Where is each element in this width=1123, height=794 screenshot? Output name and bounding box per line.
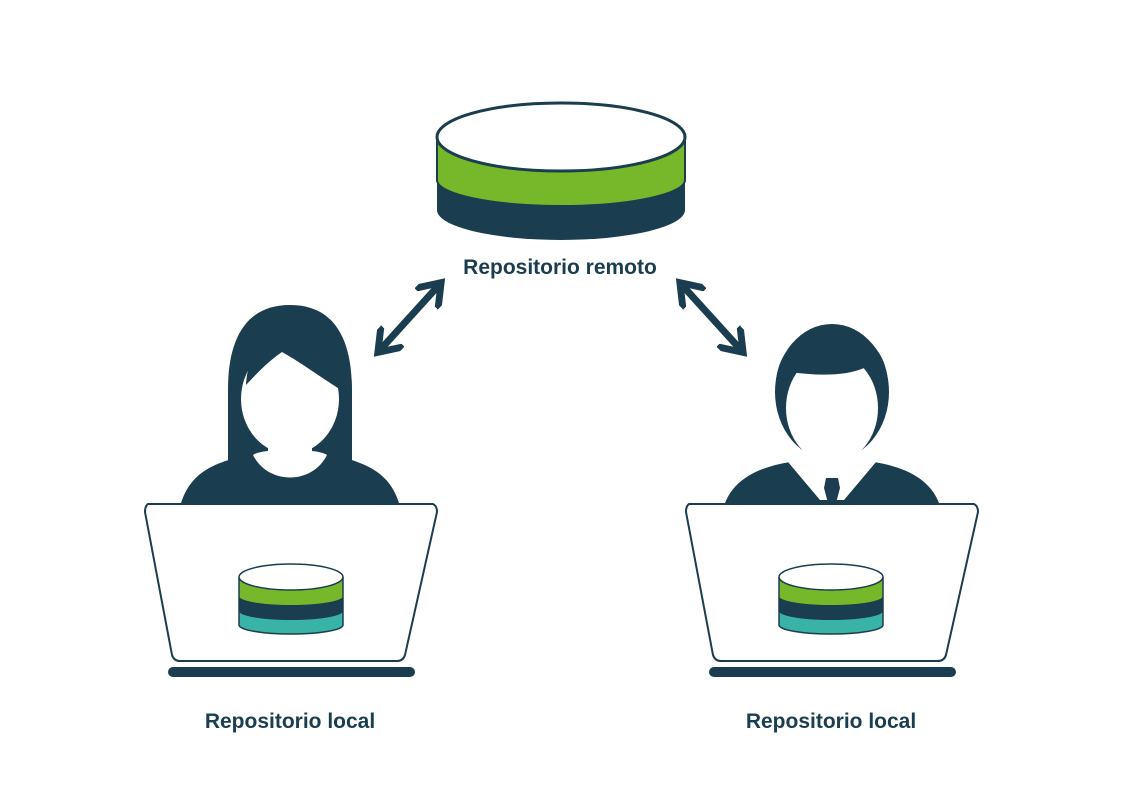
sync-arrow-right-icon (682, 285, 741, 350)
local-repository-right-label: Repositorio local (745, 710, 917, 733)
local-database-left-icon (238, 563, 344, 635)
woman-user-icon (181, 305, 399, 503)
remote-repository-label: Repositorio remoto (463, 256, 657, 279)
remote-database-icon (435, 101, 687, 240)
man-user-icon (725, 324, 939, 503)
sync-arrow-left-icon (380, 285, 439, 350)
local-repository-left-label: Repositorio local (204, 710, 376, 733)
local-database-right-icon (778, 563, 884, 635)
